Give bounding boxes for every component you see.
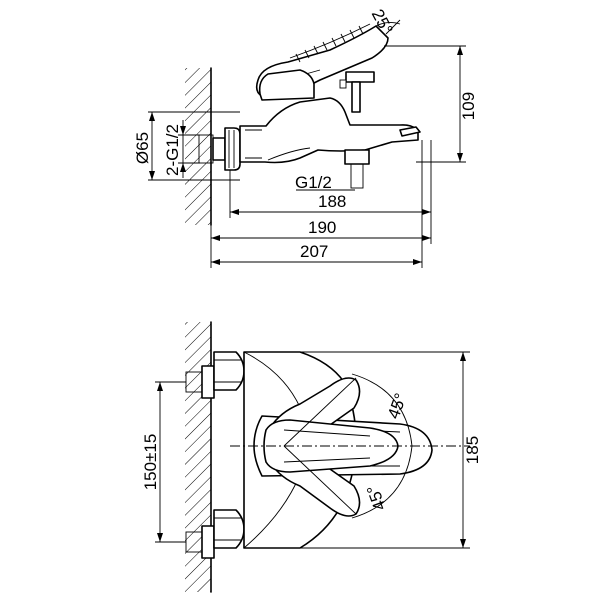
side-view: 25° 109 Ø65 2-G1/2 G1/2 bbox=[133, 6, 478, 268]
dim-width-185: 185 bbox=[463, 436, 482, 464]
front-view: 45° 45° 185 150±15 bbox=[141, 321, 482, 593]
dim-109: 109 bbox=[384, 45, 478, 163]
dim-angle-45-lower: 45° bbox=[363, 482, 390, 513]
lever-handle-side bbox=[255, 23, 389, 101]
wall-section-top bbox=[185, 67, 212, 226]
dim-thread-g12: G1/2 bbox=[295, 173, 332, 192]
dim-length-207: 207 bbox=[300, 242, 328, 261]
dim-length-188: 188 bbox=[318, 192, 346, 211]
dim-centers-150: 150±15 bbox=[141, 434, 160, 491]
mixer-body-side bbox=[239, 97, 419, 164]
diverter-knob bbox=[339, 71, 375, 113]
dim-thread-2g12: 2-G1/2 bbox=[163, 124, 182, 176]
dim-angle-45-upper: 45° bbox=[384, 391, 411, 422]
shower-outlet bbox=[344, 126, 421, 189]
dim-185: 185 bbox=[300, 351, 482, 549]
dim-150: 150±15 bbox=[141, 381, 186, 543]
inlet-lower bbox=[185, 509, 245, 559]
dim-length-190: 190 bbox=[308, 218, 336, 237]
dim-inlet: Ø65 2-G1/2 bbox=[133, 111, 240, 181]
dim-horizontal-top: 188 190 207 bbox=[210, 140, 432, 268]
dim-diameter-65: Ø65 bbox=[133, 132, 152, 164]
inlet-connector-top bbox=[198, 127, 241, 171]
dim-height-109: 109 bbox=[459, 92, 478, 120]
